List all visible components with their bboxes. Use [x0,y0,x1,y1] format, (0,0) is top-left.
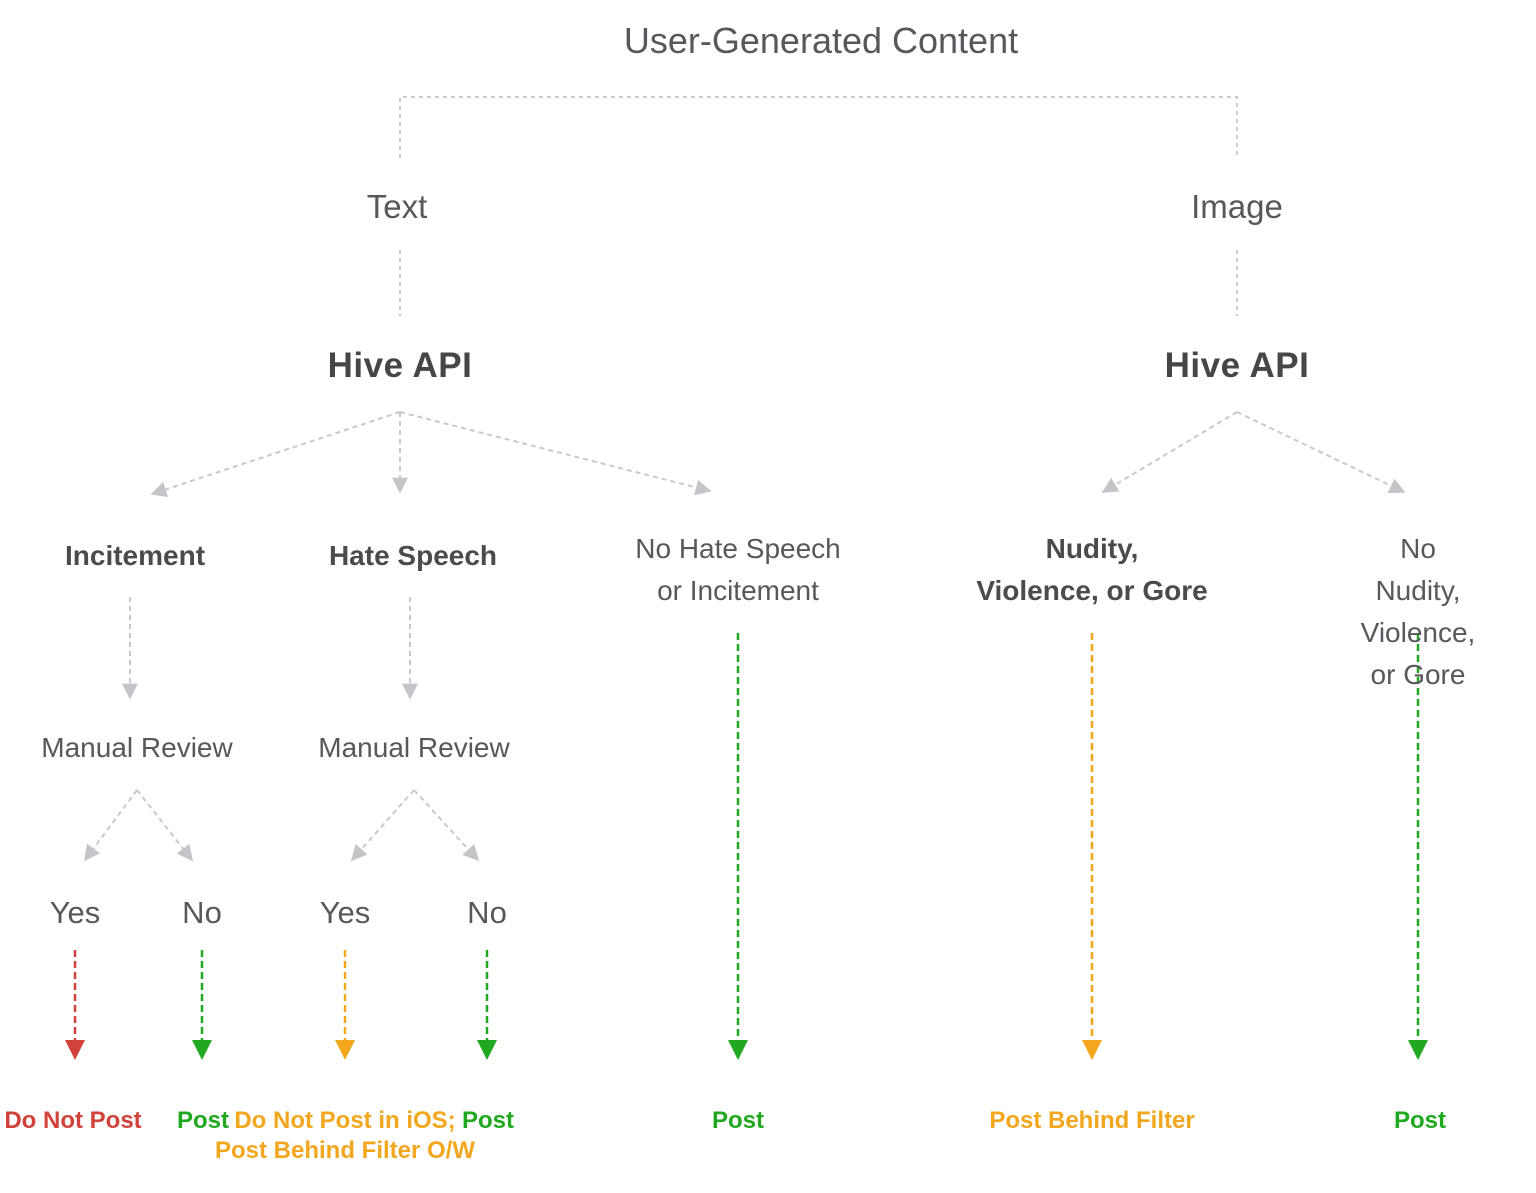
outcome-post-clean-text: Post [711,1107,765,1134]
node-hive-api-image: Hive API [1164,346,1310,385]
arrow-to-incitement-icon [150,411,401,498]
outcome-post-clean-image: Post [1393,1107,1447,1134]
node-no-incitement: No [182,895,222,930]
diagram-title: User-Generated Content [623,20,1019,61]
node-no-hate-speech-review: No [467,895,507,930]
node-yes-hate-speech: Yes [319,895,371,930]
arrow-to-nudity-icon [1101,411,1238,493]
node-no-nudity-violence-gore: No Nudity, Violence, or Gore [1360,533,1476,690]
node-text-branch: Text [366,188,428,225]
review2-yes-arrow-icon [350,789,415,862]
node-no-hate-speech: No Hate Speech or Incitement [635,533,841,606]
arrow-to-no-nudity-icon [1236,411,1406,493]
outcome-post-behind-filter: Post Behind Filter [989,1107,1195,1134]
node-image-branch: Image [1191,188,1283,225]
node-incitement: Incitement [64,540,206,571]
node-manual-review-hate-speech: Manual Review [318,732,510,763]
outcome-do-not-post-ios: Do Not Post in iOS; Post Behind Filter O… [214,1107,476,1164]
node-hive-api-text: Hive API [327,346,473,385]
review1-yes-arrow-icon [84,789,138,862]
node-yes-incitement: Yes [49,895,101,930]
review2-no-arrow-icon [413,789,480,862]
arrow-to-no-hate-speech-icon [399,411,712,496]
root-bracket-line [399,96,1238,158]
outcome-post-hate-speech-no: Post [461,1107,515,1134]
node-nudity-violence-gore: Nudity, Violence, or Gore [976,533,1208,606]
outcome-post-incitement-no: Post [176,1107,230,1134]
node-hate-speech: Hate Speech [328,540,498,571]
node-manual-review-incitement: Manual Review [41,732,233,763]
review1-no-arrow-icon [136,789,193,862]
outcome-do-not-post: Do Not Post [4,1107,142,1134]
